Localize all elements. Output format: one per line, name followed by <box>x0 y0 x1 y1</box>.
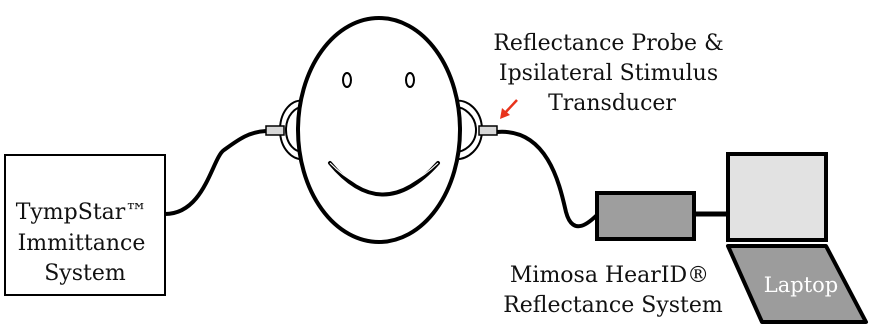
tympstar-label-line3: System <box>44 261 126 286</box>
face-outline <box>298 18 460 242</box>
probe-label-line2: Ipsilateral Stimulus <box>499 61 718 86</box>
probe-label-line1: Reflectance Probe & <box>493 31 723 56</box>
right-probe-tip <box>479 126 497 135</box>
mimosa-label-line1: Mimosa HearID® <box>510 263 709 288</box>
laptop-screen <box>728 154 826 240</box>
left-probe-tip <box>266 126 284 135</box>
tympstar-label-line1: TympStar™ <box>16 200 148 225</box>
mimosa-device-icon <box>597 193 694 239</box>
mimosa-label-line2: Reflectance System <box>503 293 723 318</box>
probe-arrow-icon <box>500 100 517 119</box>
laptop-label: Laptop <box>764 273 838 297</box>
right-eye <box>406 73 414 87</box>
left-eye <box>343 73 351 87</box>
tympstar-label-line2: Immittance <box>18 231 146 256</box>
tympstar-cable <box>165 131 266 214</box>
probe-label-line3: Transducer <box>548 91 676 116</box>
face-icon <box>298 18 460 242</box>
probe-label: Reflectance Probe & Ipsilateral Stimulus… <box>493 31 730 116</box>
mimosa-label: Mimosa HearID® Reflectance System <box>503 263 723 318</box>
probe-cable <box>497 132 598 226</box>
